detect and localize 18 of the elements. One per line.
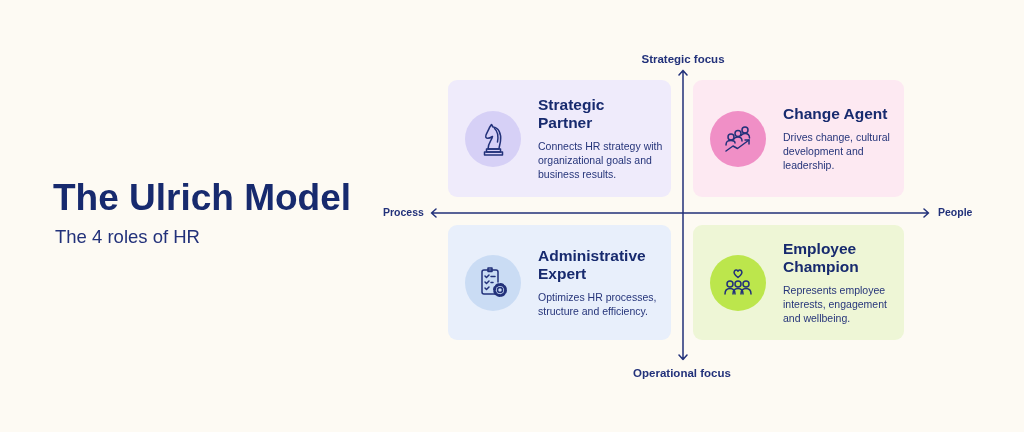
card-heading: Administrative Expert [538,247,647,283]
axis-label: Strategic focus [641,52,725,67]
role-card [448,80,671,197]
role-card [693,80,904,197]
card-description: Connects HR strategy with organizational goals and business results. [538,139,663,181]
subtitle: The 4 roles of HR [55,225,200,249]
card-description: Optimizes HR processes, structure and efficiency. [538,290,658,318]
card-heading: Employee Champion [783,240,860,276]
role-card [448,225,671,340]
card-description: Drives change, cultural development and leadership. [783,130,891,172]
card-description: Represents employee interests, engagement and wellbeing. [783,283,888,325]
role-card [693,225,904,340]
axis-label: Process [383,206,424,220]
diagram-title: The Ulrich Model [53,178,352,218]
axis-label: Operational focus [633,366,731,381]
axis-label: People [938,206,973,220]
card-heading: Change Agent [783,105,889,123]
card-heading: Strategic Partner [538,96,606,132]
